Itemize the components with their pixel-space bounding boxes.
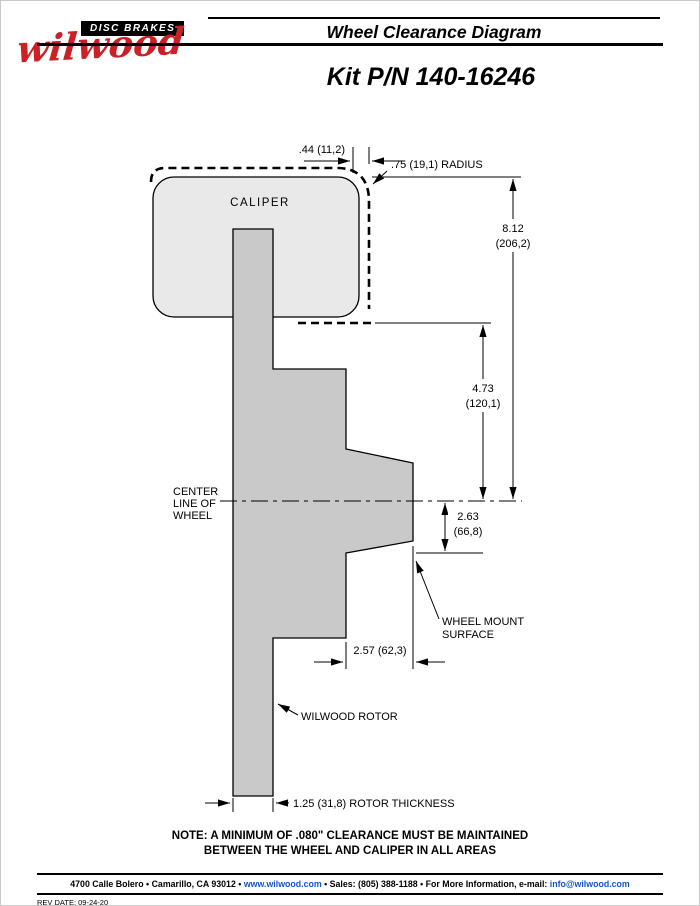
wheel-mount-label-2: SURFACE — [442, 629, 494, 641]
dim-rotor-thickness-text: 1.25 (31,8) ROTOR THICKNESS — [293, 798, 455, 810]
extension-lines — [372, 176, 521, 324]
dim-overall-mm: (206,2) — [496, 238, 531, 250]
dim-offset-text: 2.57 (62,3) — [353, 645, 406, 657]
centerline-label-1: CENTER — [173, 486, 218, 498]
dim-top-clearance-text: .44 (11,2) — [299, 144, 345, 156]
clearance-note-line1: NOTE: A MINIMUM OF .080" CLEARANCE MUST … — [171, 830, 529, 842]
dim-centerline-to-mount: 2.63 (66,8) — [416, 503, 490, 554]
wilwood-logo-text: wilwood — [15, 18, 186, 72]
wheel-mount-surface-callout: WHEEL MOUNT SURFACE — [415, 560, 524, 641]
wheel-mount-label-1: WHEEL MOUNT — [442, 616, 524, 628]
footer-rule-top — [37, 873, 663, 875]
dim-mount-mm: (66,8) — [454, 526, 483, 538]
header-rule — [37, 43, 663, 46]
centerline-label-2: LINE OF — [173, 498, 216, 510]
dim-caliper-mm: (120,1) — [466, 398, 501, 410]
footer-email-link[interactable]: info@wilwood.com — [549, 879, 630, 889]
rev-date: REV DATE: 09-24-20 — [37, 898, 109, 906]
kit-number-title: Kit P/N 140-16246 — [326, 63, 536, 91]
clearance-dashed-outline — [149, 166, 374, 325]
dim-overall-in: 8.12 — [502, 223, 523, 235]
footer-rule-bottom — [37, 893, 663, 895]
dim-radius: .75 (19,1) RADIUS — [372, 159, 483, 185]
caliper-shape: CALIPER — [152, 176, 360, 318]
wilwood-rotor-callout: WILWOOD ROTOR — [277, 703, 398, 723]
dim-rotor-thickness: 1.25 (31,8) ROTOR THICKNESS — [205, 798, 455, 812]
dim-caliper-in: 4.73 — [472, 383, 493, 395]
clearance-note-line2: BETWEEN THE WHEEL AND CALIPER IN ALL ARE… — [203, 845, 497, 857]
dim-caliper-to-centerline: 4.73 (120,1) — [457, 325, 509, 499]
disc-brakes-badge: DISC BRAKES — [81, 21, 185, 36]
rotor-shape — [232, 228, 414, 797]
footer-contact-line: 4700 Calle Bolero • Camarillo, CA 93012 … — [1, 879, 699, 889]
wilwood-logo: DISC BRAKES wilwood — [15, 14, 220, 72]
dim-top-clearance: .44 (11,2) — [299, 144, 405, 173]
footer-website-link[interactable]: www.wilwood.com — [243, 879, 322, 889]
centerline-label-3: WHEEL — [173, 510, 212, 522]
footer-address: 4700 Calle Bolero • Camarillo, CA 93012 … — [70, 879, 244, 889]
page-title: Wheel Clearance Diagram — [326, 22, 542, 42]
dim-overall-height: 8.12 (206,2) — [487, 179, 539, 499]
clearance-note: NOTE: A MINIMUM OF .080" CLEARANCE MUST … — [1, 829, 699, 859]
centerline-label: CENTER LINE OF WHEEL — [173, 486, 218, 522]
rotor-label: WILWOOD ROTOR — [301, 711, 398, 723]
dim-radius-text: .75 (19,1) RADIUS — [391, 159, 483, 171]
dim-mount-in: 2.63 — [457, 511, 478, 523]
footer-middle: • Sales: (805) 388-1188 • For More Infor… — [321, 879, 550, 889]
caliper-label: CALIPER — [230, 197, 290, 209]
title-rule-top — [208, 17, 660, 19]
dim-mount-offset: 2.57 (62,3) — [314, 546, 445, 669]
